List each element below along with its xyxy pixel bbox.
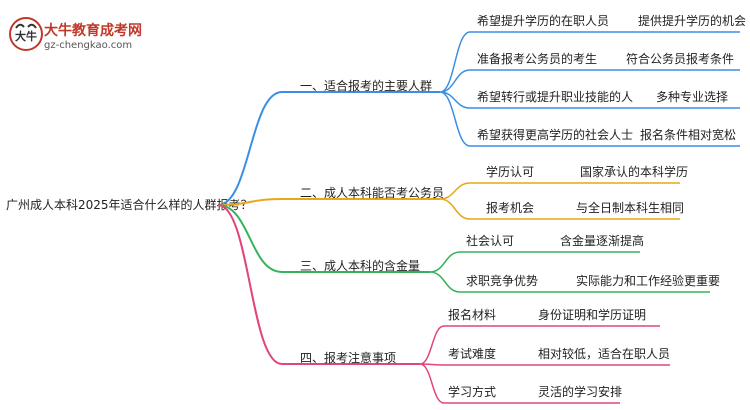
- branch-1-item-3-right: 多种专业选择: [656, 90, 729, 104]
- connector-root-branch4: [217, 204, 420, 365]
- connector-branch1-items: [439, 31, 620, 147]
- branch-1-item-3-left: 希望转行或提升职业技能的人: [477, 90, 634, 104]
- connector-root-branch1: [217, 91, 440, 206]
- branch-4-item-2-left: 考试难度: [448, 347, 497, 361]
- logo-title: 大牛教育成考网: [44, 23, 142, 39]
- branch-4-label: 四、报考注意事项: [300, 351, 397, 365]
- branch-4-item-2-right: 相对较低，适合在职人员: [538, 347, 671, 361]
- connector-branch1-right: [620, 31, 740, 147]
- branch-1-item-2-right: 符合公务员报考条件: [626, 52, 735, 66]
- svg-text:大牛: 大牛: [15, 29, 37, 43]
- branch-1-item-4-right: 报名条件相对宽松: [640, 128, 737, 142]
- branch-2-item-1-left: 学历认可: [486, 165, 535, 179]
- connector-branch2-items: [439, 182, 680, 220]
- site-logo: 大牛: [8, 16, 188, 56]
- branch-4-item-1-right: 身份证明和学历证明: [538, 308, 647, 322]
- logo-subtitle: gz-chengkao.com: [44, 40, 133, 51]
- branch-4-item-3-left: 学习方式: [448, 385, 497, 399]
- branch-4-item-1-left: 报名材料: [448, 308, 497, 322]
- connector-branch3-items: [429, 251, 710, 293]
- branch-2-item-1-right: 国家承认的本科学历: [580, 165, 689, 179]
- branch-1-item-1-right: 提供提升学历的机会: [638, 14, 747, 28]
- branch-1-item-1-left: 希望提升学历的在职人员: [477, 14, 610, 28]
- branch-3-item-1-left: 社会认可: [466, 234, 515, 248]
- branch-1-item-2-left: 准备报考公务员的考生: [477, 52, 598, 66]
- branch-1-label: 一、适合报考的主要人群: [300, 79, 433, 93]
- branch-4-item-3-right: 灵活的学习安排: [538, 385, 623, 399]
- branch-3-item-2-left: 求职竞争优势: [466, 274, 539, 288]
- branch-2-item-2-left: 报考机会: [486, 201, 535, 215]
- branch-3-item-1-right: 含金量逐渐提高: [560, 234, 645, 248]
- connector-branch4-items: [419, 325, 670, 404]
- branch-3-label: 三、成人本科的含金量: [300, 259, 421, 273]
- bull-logo-icon: 大牛: [9, 17, 43, 51]
- branch-3-item-2-right: 实际能力和工作经验更重要: [576, 274, 721, 288]
- branch-1-item-4-left: 希望获得更高学历的社会人士: [477, 128, 634, 142]
- connector-root-branch2: [217, 198, 440, 206]
- branch-2-item-2-right: 与全日制本科生相同: [576, 201, 685, 215]
- mindmap-root: 广州成人本科2025年适合什么样的人群报考？: [6, 198, 253, 212]
- connector-root-branch3: [217, 204, 430, 273]
- branch-2-label: 二、成人本科能否考公务员: [300, 186, 445, 200]
